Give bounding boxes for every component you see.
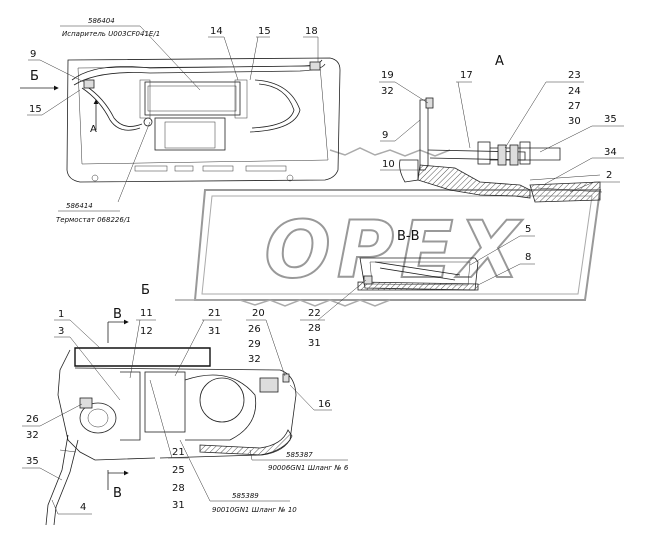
- callout-5: 5: [525, 224, 531, 235]
- callout-3: 3: [58, 326, 64, 337]
- callout-20: 20: [252, 308, 265, 319]
- top-view-callouts: 9 15 586404 Испаритель U003CF041E/1 14 1…: [27, 17, 319, 224]
- evaporator-code: 586404: [88, 17, 115, 25]
- view-arrow-a-label: А: [90, 124, 97, 135]
- callout-31b: 31: [308, 338, 321, 349]
- cut-b-top: В: [113, 307, 122, 322]
- callout-8: 8: [525, 252, 531, 263]
- callout-1: 1: [58, 309, 64, 320]
- callout-11: 11: [140, 308, 153, 319]
- callout-27: 27: [568, 101, 581, 112]
- watermark: OPEX: [175, 147, 602, 307]
- callout-35b: 35: [26, 456, 39, 467]
- section-b-callouts: 1 3 11 12 21 31 20 26 29 32 22 28 31 16 …: [22, 279, 367, 515]
- callout-26a: 26: [248, 324, 261, 335]
- hose10-name: 90010GN1 Шланг № 10: [212, 506, 297, 514]
- callout-15: 15: [29, 104, 42, 115]
- section-a-view: А 19 32 9 10 17 23 24 27 30 35 34 2: [379, 54, 624, 203]
- callout-2: 2: [606, 170, 612, 181]
- section-b-view: Б В В: [45, 283, 297, 526]
- view-arrow-b-label: Б: [30, 69, 39, 84]
- callout-10: 10: [382, 159, 395, 170]
- callout-22: 22: [308, 308, 321, 319]
- callout-19: 19: [381, 70, 394, 81]
- section-bb-view: В-В 5 8: [357, 224, 535, 291]
- callout-30: 30: [568, 116, 581, 127]
- callout-34: 34: [604, 147, 617, 158]
- callout-9: 9: [30, 49, 36, 60]
- thermostat-name: Термостат 068226/1: [56, 216, 131, 224]
- hose6-name: 90006GN1 Шланг № 6: [268, 464, 349, 472]
- callout-17: 17: [460, 70, 473, 81]
- callout-9a: 9: [382, 130, 388, 141]
- callout-26b: 26: [26, 414, 39, 425]
- callout-14: 14: [210, 26, 223, 37]
- callout-32b: 32: [26, 430, 39, 441]
- section-b-title: Б: [141, 283, 150, 298]
- watermark-text: OPEX: [265, 206, 526, 296]
- callout-32: 32: [381, 86, 394, 97]
- callout-28a: 28: [308, 323, 321, 334]
- top-view: А Б: [20, 57, 341, 183]
- section-a-title: А: [495, 54, 504, 69]
- callout-25: 25: [172, 465, 185, 476]
- callout-4: 4: [80, 502, 86, 513]
- callout-32a: 32: [248, 354, 261, 365]
- callout-21b: 21: [172, 447, 185, 458]
- callout-24: 24: [568, 86, 581, 97]
- callout-18: 18: [305, 26, 318, 37]
- callout-29: 29: [248, 339, 261, 350]
- callout-23: 23: [568, 70, 581, 81]
- callout-35a: 35: [604, 114, 617, 125]
- callout-31c: 31: [172, 500, 185, 511]
- thermostat-code: 586414: [66, 202, 93, 210]
- callout-31a: 31: [208, 326, 221, 337]
- evaporator-name: Испаритель U003CF041E/1: [62, 30, 160, 38]
- callout-16: 16: [318, 399, 331, 410]
- hose6-code: 585387: [286, 451, 313, 459]
- callout-28b: 28: [172, 483, 185, 494]
- callout-15b: 15: [258, 26, 271, 37]
- section-bb-title: В-В: [397, 229, 420, 244]
- callout-12: 12: [140, 326, 153, 337]
- callout-21a: 21: [208, 308, 221, 319]
- cut-b-bottom: В: [113, 486, 122, 501]
- hose10-code: 585389: [232, 492, 259, 500]
